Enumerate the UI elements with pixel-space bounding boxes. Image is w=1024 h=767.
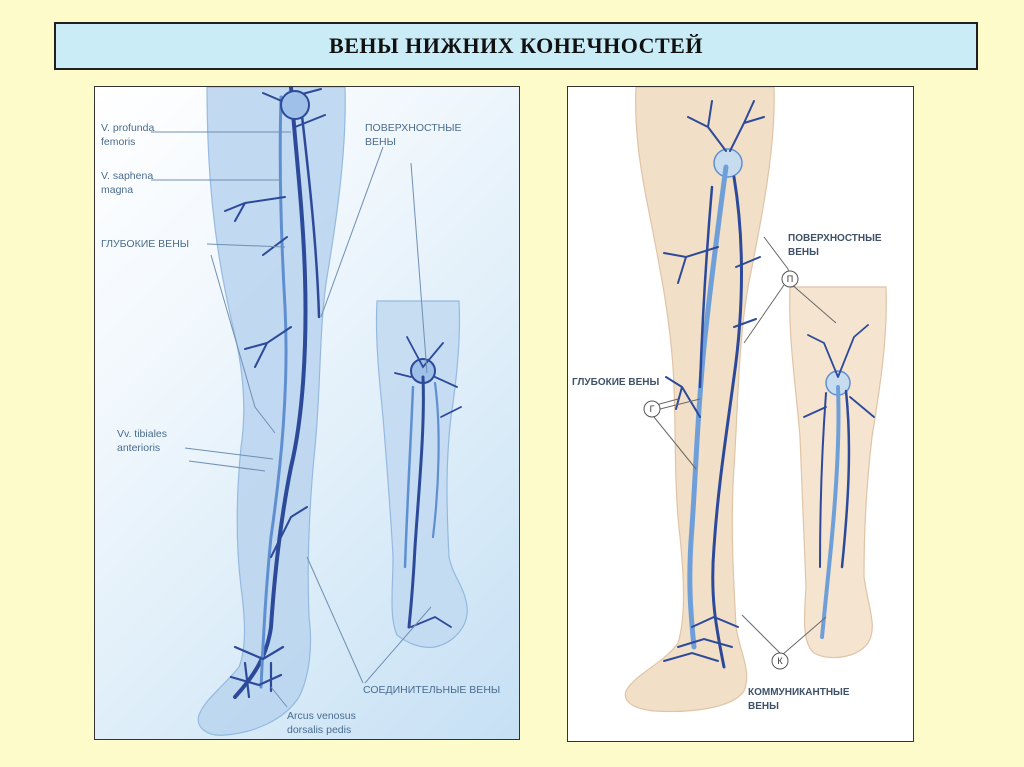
- label-arcus-line2: dorsalis pedis: [287, 724, 351, 736]
- label-tibiales-line1: Vv. tibiales: [117, 428, 167, 440]
- label-saphena-line1: V. saphena: [101, 170, 153, 182]
- marker-k: К: [771, 652, 789, 670]
- front-leg-silhouette: [197, 87, 346, 736]
- page-title: ВЕНЫ НИЖНИХ КОНЕЧНОСТЕЙ: [329, 33, 703, 58]
- right-back-leg-veins: [803, 324, 875, 639]
- left-leg-diagram: V. profunda femoris V. saphena magna ГЛУ…: [101, 87, 500, 736]
- label-arcus-line1: Arcus venosus: [287, 710, 356, 722]
- right-label-communicating-line1: КОММУНИКАНТНЫЕ: [748, 687, 850, 698]
- right-front-leg-veins: [663, 100, 765, 669]
- marker-p: П: [781, 270, 799, 288]
- left-illustration-panel: V. profunda femoris V. saphena magna ГЛУ…: [94, 86, 520, 740]
- right-label-deep-veins: ГЛУБОКИЕ ВЕНЫ: [572, 377, 659, 388]
- right-illustration-panel: П Г К ПОВЕРХНОСТНЫЕ ВЕНЫ ГЛУБОКИЕ ВЕНЫ К…: [567, 86, 914, 742]
- title-box: ВЕНЫ НИЖНИХ КОНЕЧНОСТЕЙ: [54, 22, 978, 70]
- back-leg-silhouette: [375, 300, 468, 648]
- left-leader-lines: [151, 131, 432, 708]
- right-leg-diagram: П Г К ПОВЕРХНОСТНЫЕ ВЕНЫ ГЛУБОКИЕ ВЕНЫ К…: [572, 87, 887, 713]
- right-label-communicating-line2: ВЕНЫ: [748, 701, 779, 712]
- back-leg-veins: [394, 336, 462, 629]
- marker-g: Г: [643, 400, 661, 418]
- label-profunda-line2: femoris: [101, 136, 135, 148]
- marker-g-text: Г: [650, 404, 655, 414]
- label-tibiales-line2: anterioris: [117, 442, 160, 454]
- label-deep-veins: ГЛУБОКИЕ ВЕНЫ: [101, 238, 189, 250]
- marker-k-text: К: [777, 656, 783, 666]
- right-label-superficial-line2: ВЕНЫ: [788, 247, 819, 258]
- label-saphena-line2: magna: [101, 184, 133, 196]
- label-superficial-line1: ПОВЕРХНОСТНЫЕ: [365, 122, 462, 134]
- marker-p-text: П: [787, 274, 793, 284]
- label-profunda-line1: V. profunda: [101, 122, 154, 134]
- front-leg-veins: [224, 87, 326, 699]
- label-connecting-veins: СОЕДИНИТЕЛЬНЫЕ ВЕНЫ: [363, 684, 500, 696]
- right-label-superficial-line1: ПОВЕРХНОСТНЫЕ: [788, 233, 882, 244]
- label-superficial-line2: ВЕНЫ: [365, 136, 396, 148]
